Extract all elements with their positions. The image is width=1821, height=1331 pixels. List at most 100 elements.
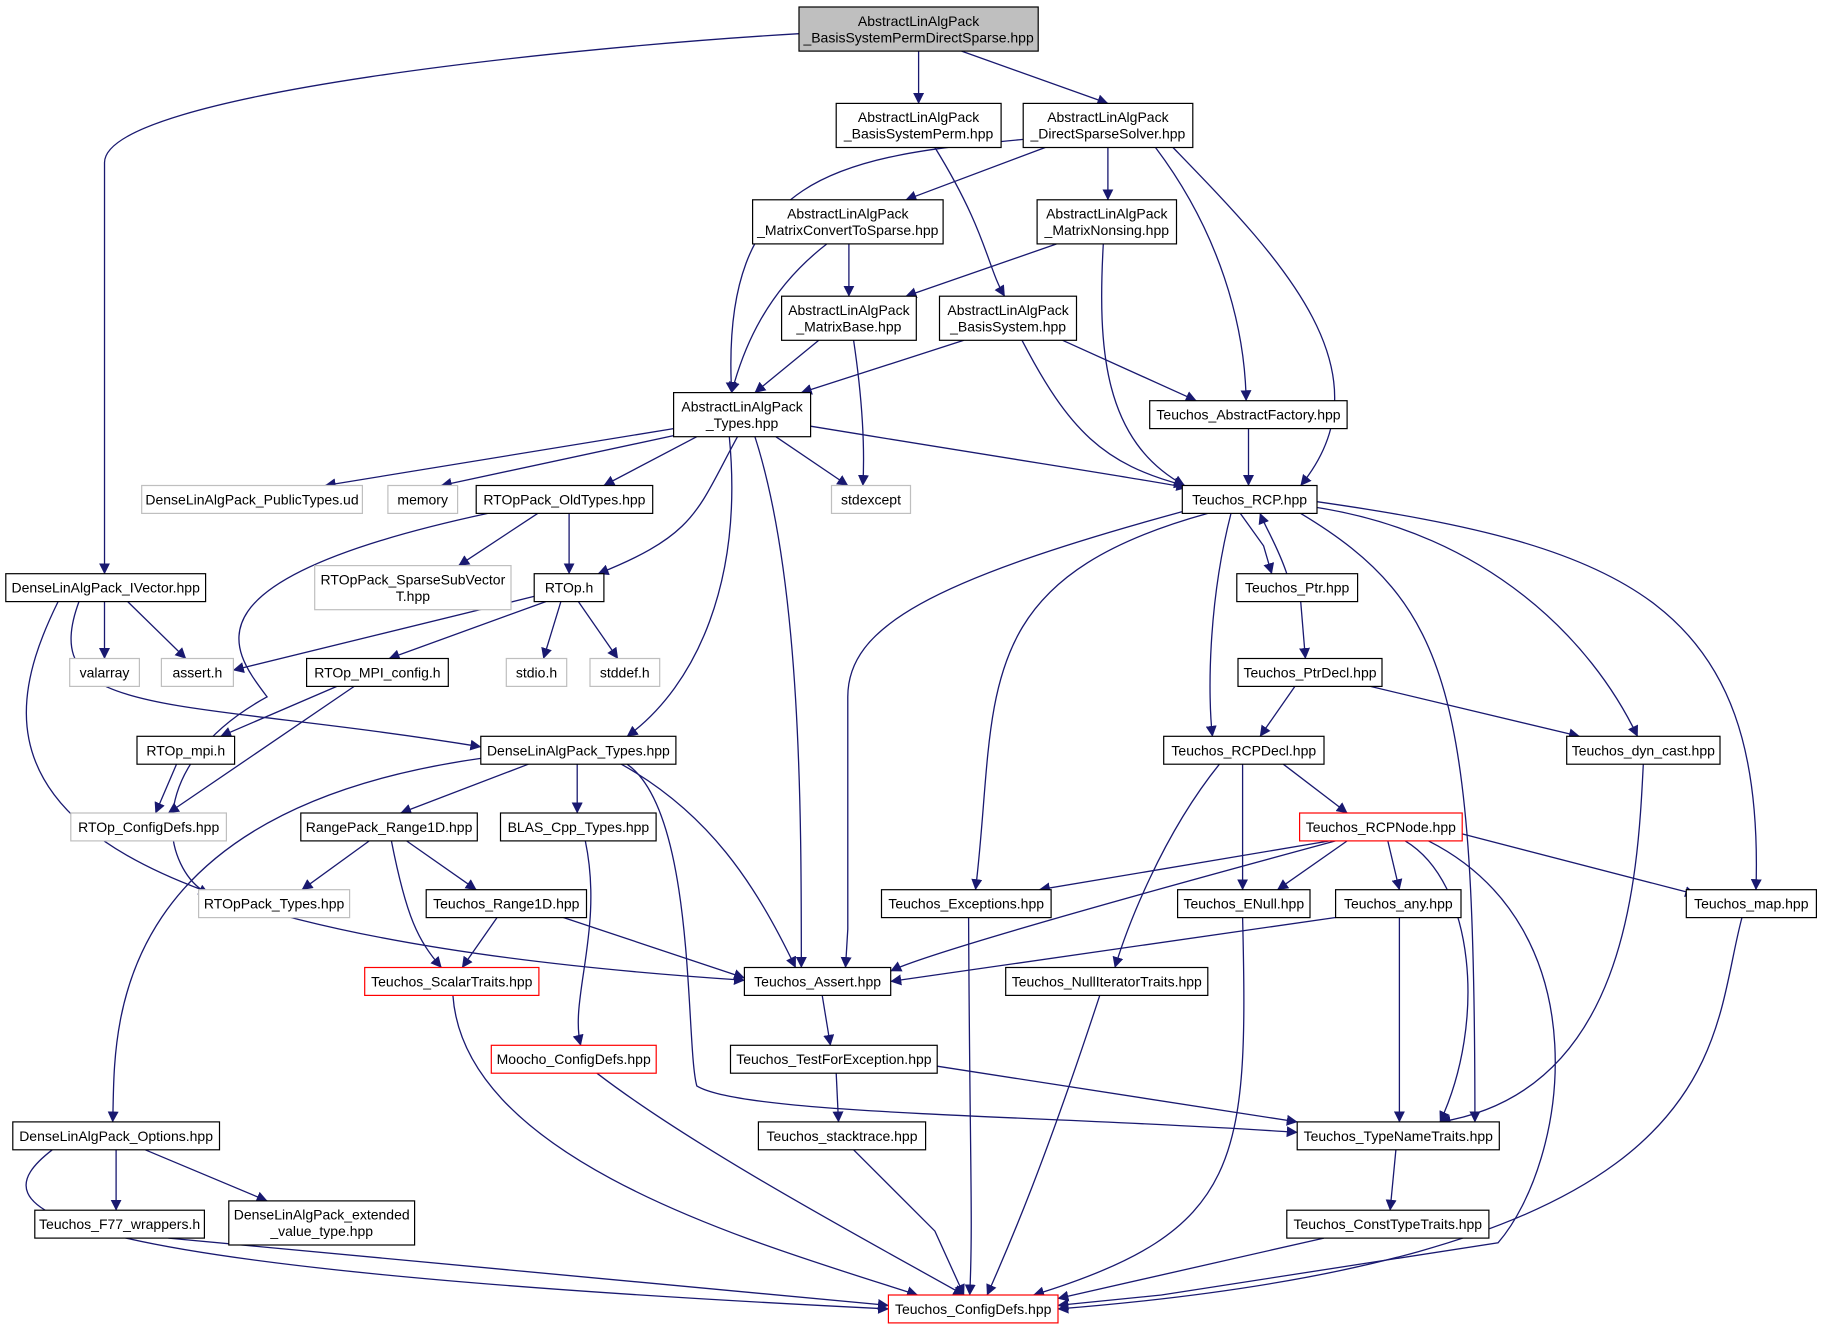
node-trange1d[interactable]: Teuchos_Range1D.hpp	[425, 889, 588, 919]
node-exceptions[interactable]: Teuchos_Exceptions.hpp	[880, 889, 1052, 919]
node-label: Teuchos_ENull.hpp	[1183, 896, 1304, 912]
node-box	[757, 1121, 927, 1151]
edge-stacktrace-to-tconfig	[853, 1149, 965, 1296]
node-box	[751, 199, 944, 245]
node-rtopmpi[interactable]: RTOp_mpi.h	[136, 735, 236, 765]
node-f77[interactable]: Teuchos_F77_wrappers.h	[34, 1209, 206, 1239]
edge-rcpnode-to-enull	[1277, 840, 1348, 891]
edge-mpiconfig-to-rtopmpi	[220, 685, 338, 738]
edge-consttype-to-tconfig	[1057, 1237, 1325, 1302]
node-types[interactable]: AbstractLinAlgPack_Types.hpp	[672, 392, 812, 438]
node-scalartraits[interactable]: Teuchos_ScalarTraits.hpp	[364, 966, 540, 996]
node-ptrdecl[interactable]: Teuchos_PtrDecl.hpp	[1237, 657, 1383, 687]
node-label: Moocho_ConfigDefs.hpp	[497, 1051, 651, 1067]
edge-ptr-to-ptrdecl	[1299, 601, 1311, 660]
node-label: RTOp_ConfigDefs.hpp	[78, 819, 219, 835]
node-box	[1236, 573, 1359, 603]
node-label: Teuchos_map.hpp	[1694, 896, 1809, 912]
edge-dyncast-to-typename	[1439, 764, 1644, 1126]
edge-dss-to-af	[1154, 147, 1252, 402]
node-label: memory	[397, 491, 448, 507]
edge-types-to-rtoph	[597, 436, 739, 575]
node-memory: memory	[387, 484, 459, 514]
node-ivector[interactable]: DenseLinAlgPack_IVector.hpp	[5, 573, 207, 603]
edge-rcpdecl-to-nullit	[1112, 763, 1220, 968]
node-enull[interactable]: Teuchos_ENull.hpp	[1176, 889, 1311, 919]
edge-rcpnode-to-map	[1461, 833, 1697, 898]
node-box	[306, 657, 449, 687]
edge-rtopmpi-to-rtopconfig	[154, 763, 178, 814]
node-dyncast[interactable]: Teuchos_dyn_cast.hpp	[1566, 735, 1721, 765]
edge-rtoph-to-stdio	[541, 601, 562, 660]
node-map[interactable]: Teuchos_map.hpp	[1685, 889, 1818, 919]
node-bsperm[interactable]: AbstractLinAlgPack_BasisSystemPerm.hpp	[835, 102, 1002, 149]
edge-ptr-to-rcp	[1258, 512, 1288, 574]
node-label: _MatrixConvertToSparse.hpp	[756, 222, 939, 238]
edge-types-to-rtopold	[603, 436, 698, 487]
node-dltypes[interactable]: DenseLinAlgPack_Types.hpp	[480, 735, 677, 765]
edge-map-to-tconfig	[1057, 917, 1743, 1314]
node-any[interactable]: Teuchos_any.hpp	[1334, 889, 1462, 919]
node-rcp[interactable]: Teuchos_RCP.hpp	[1181, 484, 1318, 514]
node-label: Teuchos_Range1D.hpp	[433, 896, 580, 912]
edge-dss-to-types	[725, 138, 1024, 394]
node-typename[interactable]: Teuchos_TypeNameTraits.hpp	[1296, 1121, 1500, 1151]
node-mpiconfig[interactable]: RTOp_MPI_config.h	[306, 657, 449, 687]
edge-moocho-to-tconfig	[596, 1072, 965, 1296]
node-stacktrace[interactable]: Teuchos_stacktrace.hpp	[757, 1121, 927, 1151]
node-options[interactable]: DenseLinAlgPack_Options.hpp	[12, 1121, 221, 1151]
node-mb[interactable]: AbstractLinAlgPack_MatrixBase.hpp	[780, 295, 917, 341]
node-tassert[interactable]: Teuchos_Assert.hpp	[743, 966, 892, 996]
edge-typename-to-consttype	[1385, 1149, 1397, 1211]
node-bs[interactable]: AbstractLinAlgPack_BasisSystem.hpp	[938, 295, 1078, 341]
node-box	[198, 889, 351, 919]
node-box	[1237, 657, 1383, 687]
node-box	[830, 484, 912, 514]
node-label: Teuchos_ScalarTraits.hpp	[371, 973, 533, 989]
node-box	[499, 812, 657, 842]
node-label: Teuchos_dyn_cast.hpp	[1572, 742, 1715, 758]
edge-types-to-memory	[440, 433, 680, 489]
node-tfe[interactable]: Teuchos_TestForException.hpp	[729, 1044, 938, 1074]
node-box	[780, 295, 917, 341]
edge-rcp-to-exceptions	[971, 512, 1208, 891]
node-label: DenseLinAlgPack_Types.hpp	[487, 742, 670, 758]
node-ptr[interactable]: Teuchos_Ptr.hpp	[1236, 573, 1359, 603]
node-dss[interactable]: AbstractLinAlgPack_DirectSparseSolver.hp…	[1022, 102, 1194, 149]
node-rcpdecl[interactable]: Teuchos_RCPDecl.hpp	[1163, 735, 1325, 765]
node-rtoph[interactable]: RTOp.h	[533, 573, 605, 603]
node-box	[69, 657, 140, 687]
node-label: RTOpPack_Types.hpp	[204, 896, 345, 912]
node-label: Teuchos_ConstTypeTraits.hpp	[1294, 1216, 1483, 1232]
node-af[interactable]: Teuchos_AbstractFactory.hpp	[1149, 400, 1348, 430]
node-blas[interactable]: BLAS_Cpp_Types.hpp	[499, 812, 657, 842]
node-asserth: assert.h	[160, 657, 234, 687]
node-label: assert.h	[172, 665, 222, 681]
node-tconfig[interactable]: Teuchos_ConfigDefs.hpp	[887, 1294, 1059, 1324]
node-box	[729, 1044, 938, 1074]
node-mcts[interactable]: AbstractLinAlgPack_MatrixConvertToSparse…	[751, 199, 944, 245]
node-box	[364, 966, 540, 996]
node-label: BLAS_Cpp_Types.hpp	[508, 819, 650, 835]
node-box	[1298, 812, 1463, 842]
node-rcpnode[interactable]: Teuchos_RCPNode.hpp	[1298, 812, 1463, 842]
node-extval[interactable]: DenseLinAlgPack_extended_value_type.hpp	[228, 1200, 416, 1246]
node-label: stdio.h	[516, 665, 557, 681]
edge-rcp-to-ptr	[1239, 513, 1275, 575]
node-rtopold[interactable]: RTOpPack_OldTypes.hpp	[475, 484, 654, 514]
node-label: AbstractLinAlgPack	[858, 13, 980, 29]
node-consttype[interactable]: Teuchos_ConstTypeTraits.hpp	[1286, 1209, 1490, 1239]
node-label: AbstractLinAlgPack	[1046, 206, 1168, 222]
node-moocho[interactable]: Moocho_ConfigDefs.hpp	[490, 1044, 657, 1074]
node-range1d[interactable]: RangePack_Range1D.hpp	[300, 812, 478, 842]
edge-bs-to-af	[1062, 339, 1197, 402]
edge-mpiconfig-to-rtopconfig	[167, 685, 355, 814]
node-nullit[interactable]: Teuchos_NullIteratorTraits.hpp	[1005, 966, 1209, 996]
edge-rcpnode-to-typename	[1404, 840, 1469, 1123]
edge-rtoph-to-stddef	[577, 601, 619, 659]
edge-tfe-to-typename	[937, 1065, 1298, 1126]
node-mns[interactable]: AbstractLinAlgPack_MatrixNonsing.hpp	[1036, 199, 1178, 245]
node-box	[1685, 889, 1818, 919]
edge-ptrdecl-to-rcpdecl	[1259, 686, 1296, 737]
node-box	[1566, 735, 1721, 765]
